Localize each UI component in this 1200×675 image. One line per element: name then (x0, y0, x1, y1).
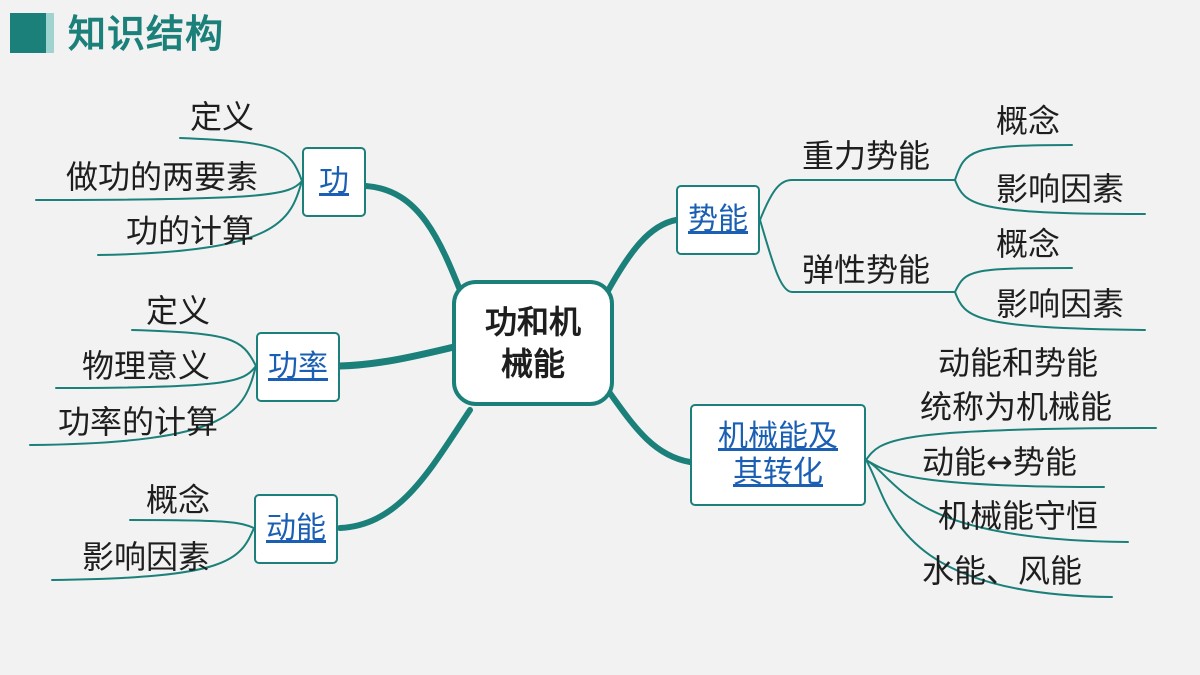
gonglv-item-definition: 定义 (145, 292, 210, 330)
branch-gonglv (336, 343, 458, 370)
jixieneng-leaf-lines (865, 427, 1157, 598)
jixieneng-item-1b: 统称为机械能 (920, 388, 1113, 426)
gonglv-item-calculation: 功率的计算 (57, 403, 218, 441)
shineng-sub-gravity: 重力势能 (802, 137, 931, 175)
gong-item-definition: 定义 (189, 98, 254, 136)
dongneng-item-concept: 概念 (145, 481, 210, 519)
branch-jixieneng (601, 382, 693, 465)
center-line-1: 功和机 (484, 303, 581, 341)
page-title: 知识结构 (68, 12, 225, 56)
center-line-2: 械能 (500, 345, 565, 383)
shineng-sub-lines (759, 144, 1146, 331)
gravity-item-concept: 概念 (996, 102, 1061, 140)
shineng-sub-elastic: 弹性势能 (802, 251, 931, 289)
dongneng-item-factors: 影响因素 (81, 538, 210, 576)
node-dongneng-link[interactable]: 动能 (254, 494, 338, 564)
center-node: 功和机 械能 (452, 280, 614, 406)
jixieneng-line-2[interactable]: 其转化 (733, 455, 823, 490)
header-accent-stripe (46, 13, 54, 53)
gonglv-item-meaning: 物理意义 (81, 347, 210, 385)
header-accent-block (10, 13, 46, 53)
node-gonglv-link[interactable]: 功率 (256, 332, 340, 402)
gong-leaf-lines (35, 137, 303, 256)
gong-item-calculation: 功的计算 (125, 212, 254, 250)
node-gong-link[interactable]: 功 (302, 147, 366, 217)
jixieneng-item-conversion: 动能↔势能 (922, 443, 1077, 481)
node-jixieneng-link[interactable]: 机械能及 其转化 (690, 404, 866, 506)
gong-item-two-elements: 做功的两要素 (65, 158, 258, 196)
branch-dongneng (337, 407, 473, 531)
elastic-item-factors: 影响因素 (996, 285, 1125, 323)
branch-gong (363, 183, 467, 303)
gonglv-leaf-lines (29, 329, 257, 446)
gravity-item-factors: 影响因素 (996, 170, 1125, 208)
elastic-item-concept: 概念 (996, 225, 1061, 263)
jixieneng-line-1[interactable]: 机械能及 (718, 419, 838, 454)
dongneng-leaf-lines (51, 519, 255, 581)
branch-shineng (601, 217, 679, 301)
jixieneng-item-conservation: 机械能守恒 (938, 497, 1099, 535)
jixieneng-item-1a: 动能和势能 (938, 344, 1099, 382)
node-shineng-link[interactable]: 势能 (676, 185, 760, 255)
jixieneng-item-water-wind: 水能、风能 (922, 552, 1083, 590)
